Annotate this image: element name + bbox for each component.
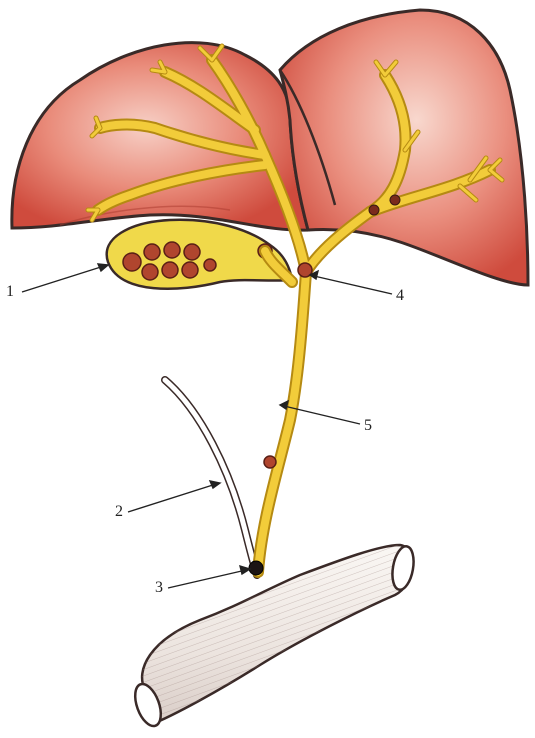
- gallstone: [142, 264, 158, 280]
- duct-stone-common: [264, 456, 276, 468]
- label-vessel: 2: [115, 503, 123, 520]
- gallstone: [182, 262, 198, 278]
- label-hilar-junction: 4: [396, 287, 404, 304]
- label-ampulla: 3: [155, 579, 163, 596]
- gallstone: [162, 262, 178, 278]
- gallstone: [144, 244, 160, 260]
- duct-stone-right-2: [390, 195, 400, 205]
- ampulla-stone: [249, 561, 263, 575]
- label-common-bile-duct: 5: [364, 417, 372, 434]
- gallstone: [164, 242, 180, 258]
- label-gallbladder-stones: 1: [6, 283, 14, 300]
- gallstone: [204, 259, 216, 271]
- common-bile-duct: [258, 272, 306, 572]
- duodenum: [130, 545, 417, 730]
- white-vessel: [165, 380, 257, 575]
- gallstone: [123, 253, 141, 271]
- duct-stone-right: [369, 205, 379, 215]
- gallstone: [184, 244, 200, 260]
